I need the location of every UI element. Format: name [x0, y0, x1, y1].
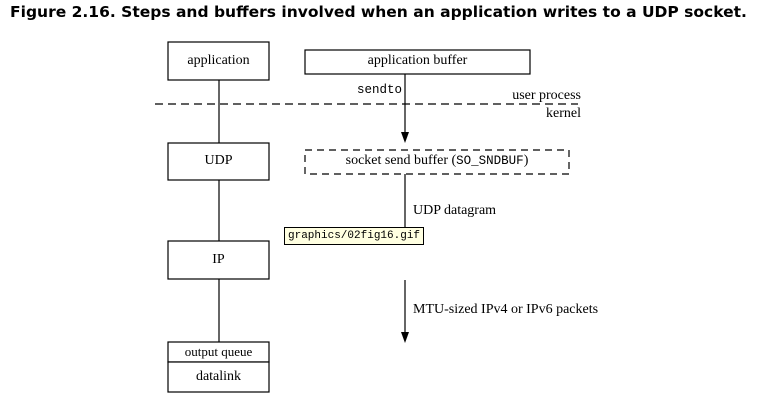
application-buffer-label: application buffer [367, 53, 468, 68]
datalink-label: datalink [195, 369, 242, 384]
kernel-label: kernel [546, 106, 581, 121]
datalink-box [167, 361, 270, 393]
so-sndbuf-option: SO_SNDBUF [456, 154, 524, 168]
mtu-packets-label: MTU-sized IPv4 or IPv6 packets [413, 302, 599, 317]
image-filename-tooltip: graphics/02fig16.gif [284, 227, 425, 245]
sendto-label: sendto [356, 83, 402, 97]
udp-datagram-label: UDP datagram [413, 203, 497, 218]
application-buffer-box [304, 49, 531, 75]
mtu-arrowhead [401, 332, 409, 343]
ip-label: IP [212, 252, 225, 267]
ip-box [167, 240, 270, 280]
application-label: application [187, 53, 250, 68]
application-box [167, 41, 270, 81]
sendto-arrowhead [401, 132, 409, 143]
socket-send-buffer-text: socket send buffer ( [345, 153, 457, 168]
udp-label: UDP [204, 153, 233, 168]
figure-title: Figure 2.16. Steps and buffers involved … [10, 3, 747, 21]
output-queue-label: output queue [184, 344, 253, 359]
udp-box [167, 142, 270, 181]
user-process-label: user process [512, 88, 581, 103]
socket-send-buffer-box [304, 149, 570, 175]
socket-send-buffer-label: socket send buffer (SO_SNDBUF) [305, 153, 569, 169]
socket-send-buffer-close: ) [523, 153, 529, 168]
